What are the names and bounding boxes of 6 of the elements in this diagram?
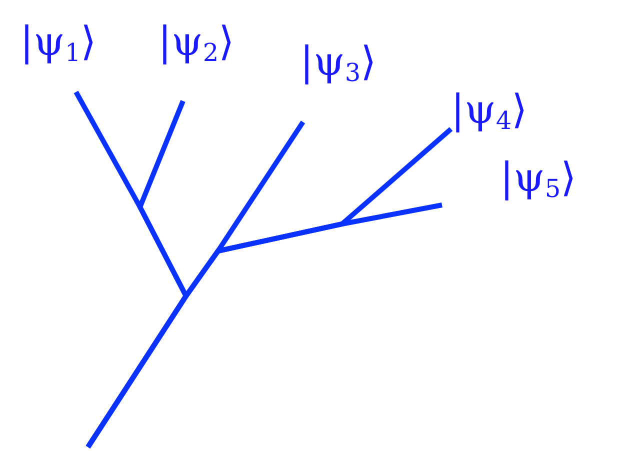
state-ket-label: |ψ$_{5}$⟩ xyxy=(500,158,576,202)
state-ket-label: |ψ$_{3}$⟩ xyxy=(300,42,376,86)
state-ket-label: |ψ$_{1}$⟩ xyxy=(20,22,96,66)
tree-branch-line xyxy=(86,202,442,448)
state-ket-label: |ψ$_{4}$⟩ xyxy=(451,90,528,134)
state-ket-label: |ψ$_{2}$⟩ xyxy=(158,22,234,66)
